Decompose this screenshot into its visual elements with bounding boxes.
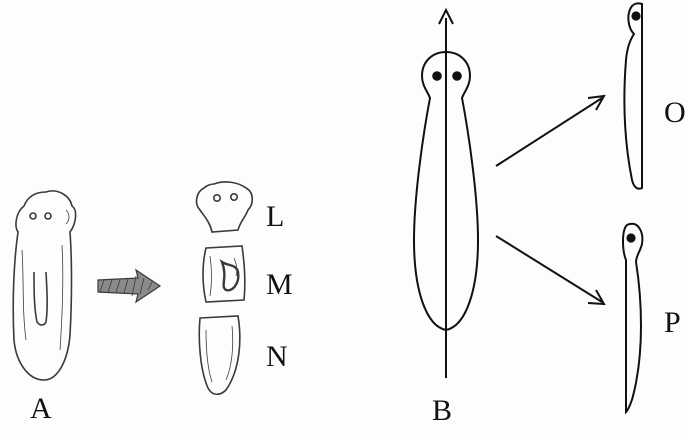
label-n: N bbox=[266, 340, 288, 373]
label-l: L bbox=[266, 200, 284, 233]
half-piece-o bbox=[624, 3, 642, 188]
planarian-a-pharynx bbox=[34, 272, 47, 325]
half-piece-p bbox=[623, 224, 642, 412]
piece-l-eye-left bbox=[214, 195, 220, 201]
half-piece-o-eye bbox=[632, 12, 639, 19]
piece-n-sketch bbox=[199, 316, 240, 394]
half-piece-p-eye bbox=[627, 234, 634, 241]
half-piece-o-outline bbox=[624, 3, 642, 188]
half-piece-p-outline bbox=[623, 224, 642, 412]
planarian-b bbox=[414, 10, 478, 378]
planarian-b-eye-right bbox=[453, 72, 461, 80]
planarian-b-eye-left bbox=[433, 72, 441, 80]
piece-m-sketch bbox=[203, 246, 245, 302]
cut-arrow-shape bbox=[98, 270, 160, 302]
label-m: M bbox=[266, 268, 293, 301]
planarian-a-body bbox=[13, 191, 75, 380]
label-p: P bbox=[664, 306, 681, 339]
piece-n-texture bbox=[206, 326, 233, 382]
label-a: A bbox=[30, 392, 52, 425]
arrow-to-o bbox=[496, 96, 604, 166]
arrow-to-p bbox=[496, 236, 604, 304]
cut-arrow bbox=[98, 270, 160, 302]
piece-l-eye-right bbox=[231, 194, 237, 200]
label-b: B bbox=[432, 394, 452, 427]
piece-l-outline bbox=[197, 182, 253, 232]
piece-m-pharynx bbox=[222, 262, 238, 290]
piece-n-outline bbox=[199, 316, 240, 394]
planarian-a-eye-left bbox=[30, 213, 36, 219]
planarian-a-texture bbox=[22, 210, 69, 350]
planarian-a-sketch bbox=[13, 191, 75, 380]
label-o: O bbox=[664, 96, 686, 129]
planarian-a-eye-right bbox=[45, 213, 51, 219]
piece-l-sketch bbox=[197, 182, 253, 232]
